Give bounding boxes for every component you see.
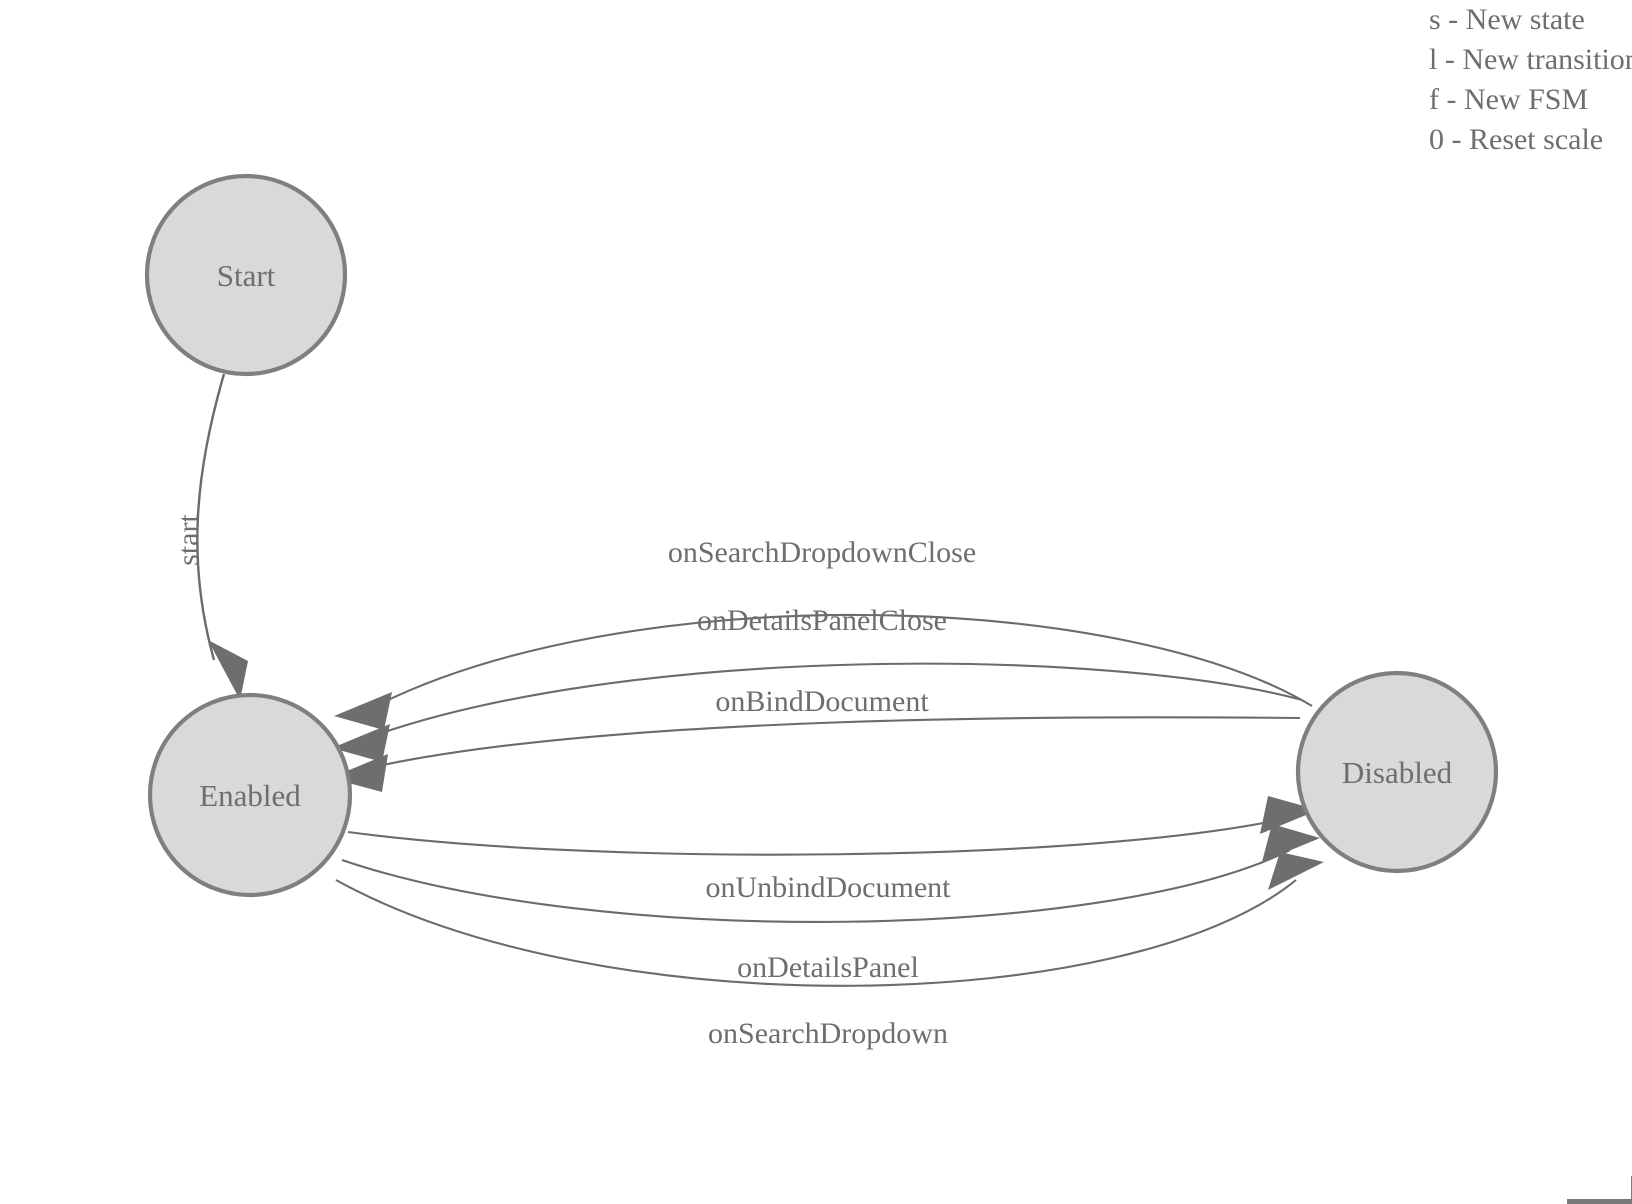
transition-on-search-dropdown-label: onSearchDropdown (708, 1017, 948, 1050)
transition-on-details-panel-close-label: onDetailsPanelClose (697, 604, 947, 637)
transition-on-details-panel-label: onDetailsPanel (737, 951, 919, 984)
transition-on-search-dropdown-close-label: onSearchDropdownClose (668, 536, 976, 569)
transition-start-path[interactable] (196, 373, 226, 661)
transition-on-search-dropdown-close-path[interactable] (367, 613, 1313, 711)
transition-on-bind-document-arrowhead (330, 754, 388, 792)
transition-start-arrowhead (208, 640, 248, 700)
transition-on-unbind-document-label: onUnbindDocument (706, 871, 952, 904)
state-node-start[interactable]: Start (144, 173, 348, 377)
horizontal-scrollbar-thumb[interactable] (1567, 1199, 1631, 1204)
state-node-disabled[interactable]: Disabled (1295, 670, 1499, 874)
keyboard-shortcuts-legend: s - New state l - New transition f - New… (1429, 0, 1632, 160)
legend-item-new-fsm: f - New FSM (1429, 83, 1589, 116)
state-node-enabled-circle[interactable] (147, 692, 353, 898)
transition-on-search-dropdown-close[interactable]: onSearchDropdownClose (334, 536, 1313, 730)
state-node-enabled-label: Enabled (199, 778, 301, 813)
transition-on-search-dropdown-path[interactable] (335, 879, 1297, 987)
transition-on-unbind-document-path[interactable] (347, 816, 1289, 856)
transition-on-bind-document-path[interactable] (359, 716, 1301, 772)
state-node-start-circle[interactable] (144, 173, 348, 377)
transition-on-bind-document[interactable]: onBindDocument (330, 685, 1301, 792)
transition-on-bind-document-label: onBindDocument (715, 685, 929, 718)
transition-on-details-panel-arrowhead (1262, 824, 1320, 862)
transition-on-search-dropdown[interactable]: onSearchDropdown (335, 852, 1324, 1050)
transition-start[interactable]: start (172, 373, 248, 700)
transition-on-unbind-document[interactable]: onUnbindDocument (347, 796, 1318, 904)
state-node-disabled-label: Disabled (1342, 755, 1453, 790)
legend-item-reset-scale: 0 - Reset scale (1429, 123, 1604, 156)
transition-on-details-panel-close[interactable]: onDetailsPanelClose (332, 604, 1303, 762)
transition-on-search-dropdown-arrowhead (1268, 852, 1324, 890)
transition-on-details-panel-close-path[interactable] (361, 662, 1303, 741)
transition-start-label: start (172, 514, 205, 566)
transition-on-details-panel[interactable]: onDetailsPanel (341, 824, 1320, 984)
state-node-start-label: Start (217, 258, 276, 293)
transition-on-details-panel-path[interactable] (341, 849, 1291, 923)
transition-on-unbind-document-arrowhead (1260, 796, 1318, 834)
transition-on-details-panel-close-arrowhead (332, 724, 390, 762)
state-node-disabled-circle[interactable] (1295, 670, 1499, 874)
legend-item-new-transition: l - New transition (1429, 43, 1632, 76)
legend-item-new-state: s - New state (1429, 3, 1585, 36)
state-node-enabled[interactable]: Enabled (147, 692, 353, 898)
transition-on-search-dropdown-close-arrowhead (334, 692, 392, 730)
